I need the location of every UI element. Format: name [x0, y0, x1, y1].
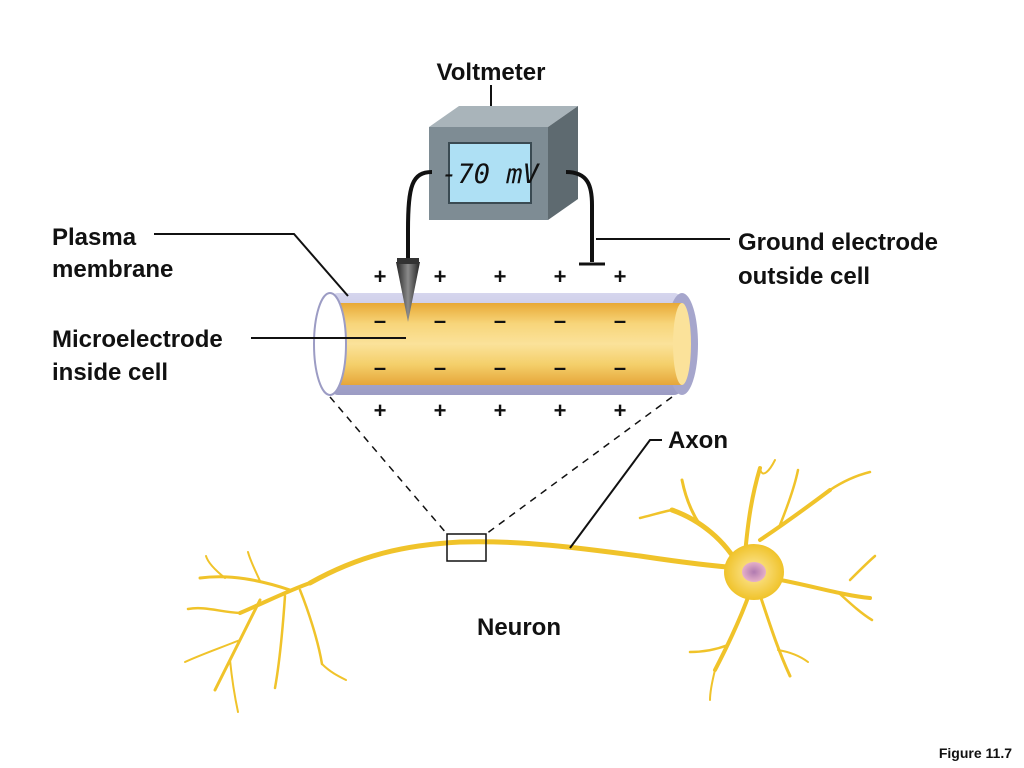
plasma-membrane-label-line1: Plasma [52, 224, 137, 251]
axoplasm-cut-face [673, 303, 691, 385]
charge-minus: – [554, 355, 566, 380]
charge-minus: – [494, 308, 506, 333]
charge-plus: + [374, 264, 387, 289]
charges-outside-bottom: + + + + + [374, 398, 627, 423]
nucleus [742, 562, 766, 582]
charge-minus: – [374, 355, 386, 380]
voltmeter-top-face [429, 106, 578, 127]
charge-plus: + [554, 264, 567, 289]
axon-terminal [298, 588, 324, 666]
charges-outside-top: + + + + + [374, 264, 627, 289]
charge-minus: – [554, 308, 566, 333]
microelectrode-cap [397, 258, 419, 264]
axon-terminal [184, 639, 241, 663]
charge-plus: + [614, 398, 627, 423]
microelectrode-label-line2: inside cell [52, 359, 168, 386]
axon-open-end [314, 293, 346, 395]
dendrite [758, 593, 792, 678]
dendrite [778, 468, 800, 527]
charge-plus: + [434, 264, 447, 289]
dendrite [828, 470, 872, 492]
dendrite [768, 576, 872, 600]
zoom-box [446, 533, 487, 562]
charge-plus: + [614, 264, 627, 289]
axon-terminal [213, 598, 262, 692]
charge-plus: + [554, 398, 567, 423]
figure-number: Figure 11.7 [939, 745, 1012, 761]
plasma-membrane-label-line2: membrane [52, 256, 173, 283]
microelectrode [396, 262, 420, 322]
microelectrode-wire [406, 170, 433, 262]
zoom-line-left [329, 396, 448, 535]
charge-plus: + [434, 398, 447, 423]
voltmeter-label: Voltmeter [437, 59, 546, 86]
ground-electrode-label-line2: outside cell [738, 263, 870, 290]
axon-terminal [247, 551, 261, 582]
axon-segment [313, 292, 698, 396]
dendrite [777, 649, 809, 663]
axon-terminal [229, 659, 239, 713]
charge-minus: – [434, 355, 446, 380]
microelectrode-label-line1: Microelectrode [52, 326, 223, 353]
charge-plus: + [374, 398, 387, 423]
dendrite [638, 508, 674, 520]
charge-plus: + [494, 398, 507, 423]
dendrite [743, 466, 762, 557]
axon-terminal [321, 663, 347, 681]
dendrite [688, 643, 730, 654]
axon-terminal [205, 555, 226, 579]
charge-minus: – [614, 308, 626, 333]
charges-inside-bottom: – – – – – [374, 355, 626, 380]
dendrite [713, 590, 752, 672]
charge-minus: – [614, 355, 626, 380]
charge-plus: + [494, 264, 507, 289]
axon-terminal [238, 581, 312, 615]
charges-inside-top: – – – – – [374, 308, 626, 333]
axon-terminal [186, 606, 242, 615]
ground-wire [565, 170, 594, 262]
axon-leader [569, 439, 662, 549]
charge-minus: – [374, 308, 386, 333]
voltmeter: -70 mV [429, 85, 578, 220]
ground-electrode-label-line1: Ground electrode [738, 229, 938, 256]
axoplasm [330, 303, 682, 385]
charge-minus: – [494, 355, 506, 380]
axon-terminal [273, 594, 287, 690]
neuron [184, 459, 877, 713]
dendrite [758, 488, 832, 542]
plasma-membrane-leader [154, 233, 349, 297]
dendrite [680, 478, 702, 527]
neuron-label: Neuron [477, 614, 561, 641]
zoom-line-right [485, 396, 673, 535]
voltmeter-reading: -70 mV [441, 159, 540, 190]
dendrite [709, 669, 716, 701]
dendrite [848, 554, 877, 582]
axon-label: Axon [668, 427, 728, 454]
neuron-axon [307, 539, 743, 586]
voltmeter-display [448, 142, 532, 204]
charge-minus: – [434, 308, 446, 333]
axon-terminal [198, 575, 292, 592]
dendrite [838, 592, 874, 622]
dendrite [759, 459, 776, 475]
voltmeter-side-face [548, 106, 578, 220]
axon-open-end-rim [313, 292, 347, 396]
